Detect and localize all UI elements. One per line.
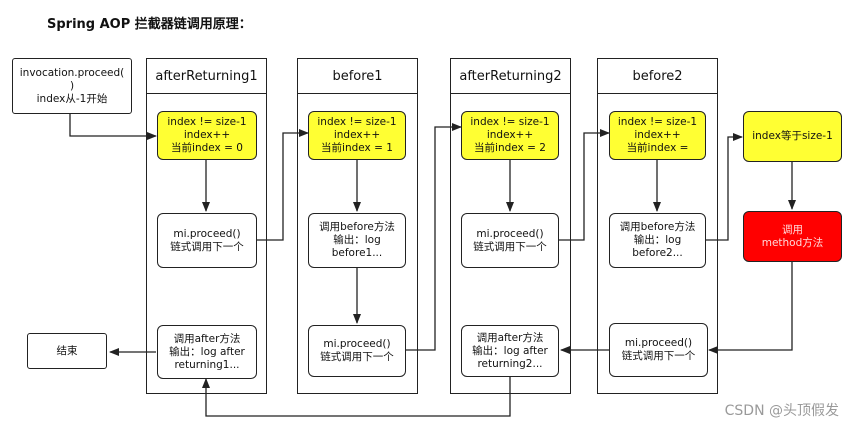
method-call-box: 调用 method方法 <box>743 211 842 262</box>
arrow-col1-to-col2 <box>257 129 309 241</box>
start-box: invocation.proceed( ) index从-1开始 <box>12 58 132 114</box>
column-header: before2 <box>598 59 717 94</box>
column-before1: before1 <box>297 58 418 394</box>
column-header: afterReturning1 <box>147 59 266 94</box>
middle-box: mi.proceed() 链式调用下一个 <box>461 213 559 268</box>
column-afterReturning2: afterReturning2 <box>450 58 571 394</box>
bottom-box: mi.proceed() 链式调用下一个 <box>609 323 708 377</box>
column-before2: before2 <box>597 58 718 394</box>
index-check-box: index != size-1 index++ 当前index = 2 <box>461 111 559 160</box>
arrow-col3-to-col1-bottom <box>202 377 511 417</box>
index-check-box: index != size-1 index++ 当前index = <box>609 111 706 160</box>
column-header: before1 <box>298 59 417 94</box>
arrow-col3-to-col4 <box>559 129 610 241</box>
bottom-box: 调用after方法 输出：log after returning2... <box>461 325 559 377</box>
final-index-check-box: index等于size-1 <box>743 111 842 162</box>
column-header: afterReturning2 <box>451 59 570 94</box>
middle-box: 调用before方法 输出：log before1... <box>308 213 406 268</box>
bottom-box: mi.proceed() 链式调用下一个 <box>308 325 406 377</box>
middle-box: 调用before方法 输出：log before2... <box>609 213 706 268</box>
arrow-method-to-col4-bottom <box>708 262 793 354</box>
middle-box: mi.proceed() 链式调用下一个 <box>157 213 257 268</box>
index-check-box: index != size-1 index++ 当前index = 0 <box>157 111 257 160</box>
end-box: 结束 <box>27 333 107 369</box>
diagram-title: Spring AOP 拦截器链调用原理： <box>47 17 252 32</box>
bottom-box: 调用after方法 输出：log after returning1... <box>157 325 257 379</box>
arrow-col2-to-col3 <box>406 123 462 351</box>
column-afterReturning1: afterReturning1 <box>146 58 267 394</box>
index-check-box: index != size-1 index++ 当前index = 1 <box>308 111 406 160</box>
arrow-start-to-check1 <box>69 114 157 140</box>
watermark: CSDN @头顶假发 <box>724 403 839 419</box>
